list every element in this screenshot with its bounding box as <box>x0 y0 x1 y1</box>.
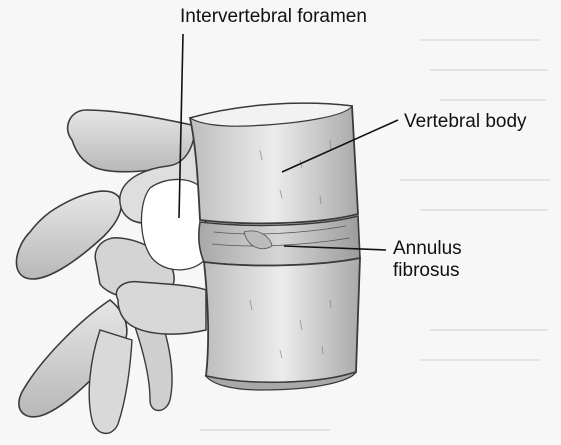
label-vertebral-body: Vertebral body <box>404 111 527 133</box>
label-intervertebral-foramen: Intervertebral foramen <box>180 6 367 28</box>
lower-vertebral-body <box>204 258 360 390</box>
label-annulus-fibrosus: Annulus fibrosus <box>393 238 462 282</box>
label-annulus-line1: Annulus <box>393 238 462 260</box>
foramen-opening <box>141 179 206 269</box>
label-annulus-line2: fibrosus <box>393 260 462 282</box>
upper-vertebral-body <box>190 103 358 223</box>
